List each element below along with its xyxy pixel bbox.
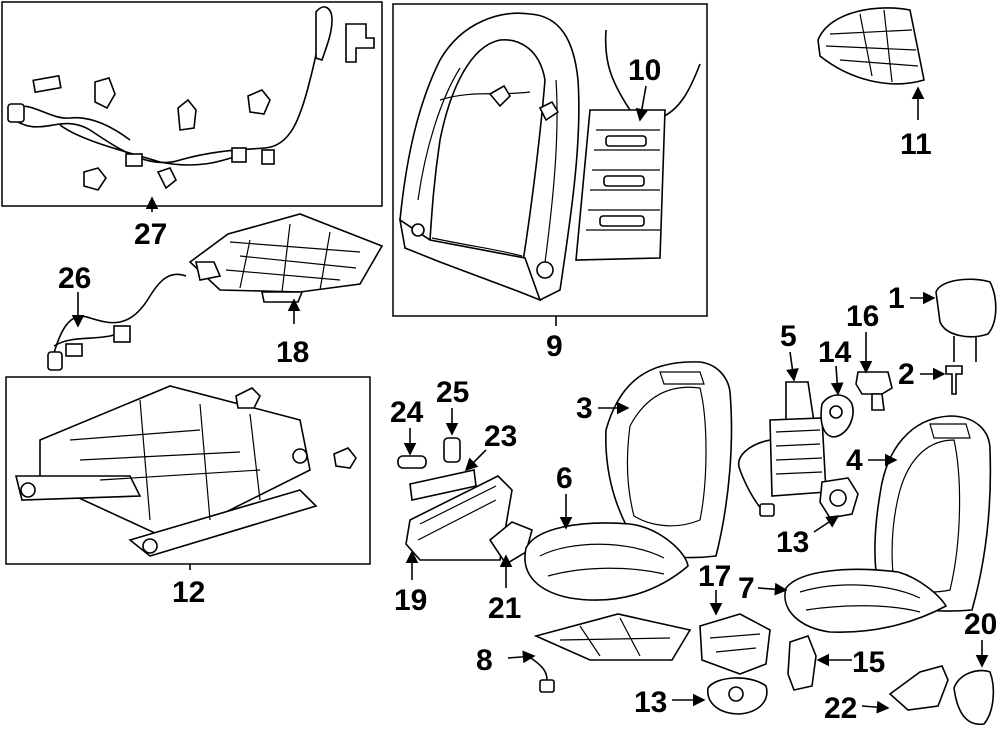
callout-19: 19	[394, 584, 427, 617]
callout-7: 7	[738, 572, 755, 605]
callout-6: 6	[556, 462, 573, 495]
callout-25: 25	[436, 376, 469, 409]
callout-13-upper: 13	[776, 526, 809, 559]
callout-18: 18	[276, 336, 309, 369]
callout-8: 8	[476, 644, 493, 677]
part-25	[443, 437, 461, 463]
clip-15	[787, 635, 817, 691]
lumbar-support-10	[575, 29, 701, 261]
callout-10: 10	[628, 54, 661, 87]
callout-14: 14	[818, 336, 852, 369]
wire-harness-27	[7, 6, 375, 191]
group-box-12	[5, 376, 371, 565]
callout-2: 2	[898, 358, 915, 391]
cushion-panel-8	[527, 613, 692, 693]
group-box-27	[1, 1, 383, 207]
callout-21: 21	[488, 592, 521, 625]
group-box-9	[392, 3, 708, 317]
bracket-22	[888, 665, 949, 711]
switch-16	[855, 371, 893, 411]
callout-3: 3	[576, 392, 593, 425]
callout-22: 22	[824, 692, 857, 725]
callout-4: 4	[846, 444, 863, 477]
callout-13-lower: 13	[634, 686, 667, 719]
headrest-1	[935, 278, 997, 362]
callout-24: 24	[390, 396, 424, 429]
part-24	[397, 455, 427, 469]
callout-20: 20	[964, 608, 997, 641]
callout-27: 27	[134, 218, 167, 251]
callout-11: 11	[900, 128, 932, 161]
seat-cushion-cover-6	[524, 522, 689, 601]
cushion-frame-18	[188, 213, 384, 303]
cable-26	[47, 273, 187, 371]
callout-12: 12	[172, 576, 205, 609]
seat-adjuster-12	[14, 385, 357, 557]
callout-15: 15	[852, 646, 885, 679]
callout-26: 26	[58, 262, 91, 295]
part-23	[409, 469, 477, 501]
callout-17: 17	[698, 560, 731, 593]
back-panel-11	[817, 7, 925, 85]
heater-unit-5	[737, 381, 827, 517]
callout-23: 23	[484, 420, 517, 453]
callout-16: 16	[846, 300, 879, 333]
callout-labels: 27 26 18 10 11 9 12 1 2 3 4 5 16 14 6 13…	[58, 54, 997, 725]
control-module-17	[699, 613, 771, 675]
motor-13-lower	[707, 677, 768, 715]
callout-5: 5	[780, 320, 797, 353]
cover-20	[953, 669, 995, 726]
callout-9: 9	[546, 330, 563, 363]
seat-cushion-7	[784, 568, 948, 633]
bolt-2	[945, 365, 963, 395]
bracket-14	[820, 394, 854, 438]
seat-back-frame-9	[398, 12, 580, 302]
motor-13-upper	[819, 477, 859, 519]
parts-cluster-19-25	[397, 437, 533, 566]
callout-1: 1	[888, 282, 905, 315]
leader-lines	[71, 85, 989, 714]
